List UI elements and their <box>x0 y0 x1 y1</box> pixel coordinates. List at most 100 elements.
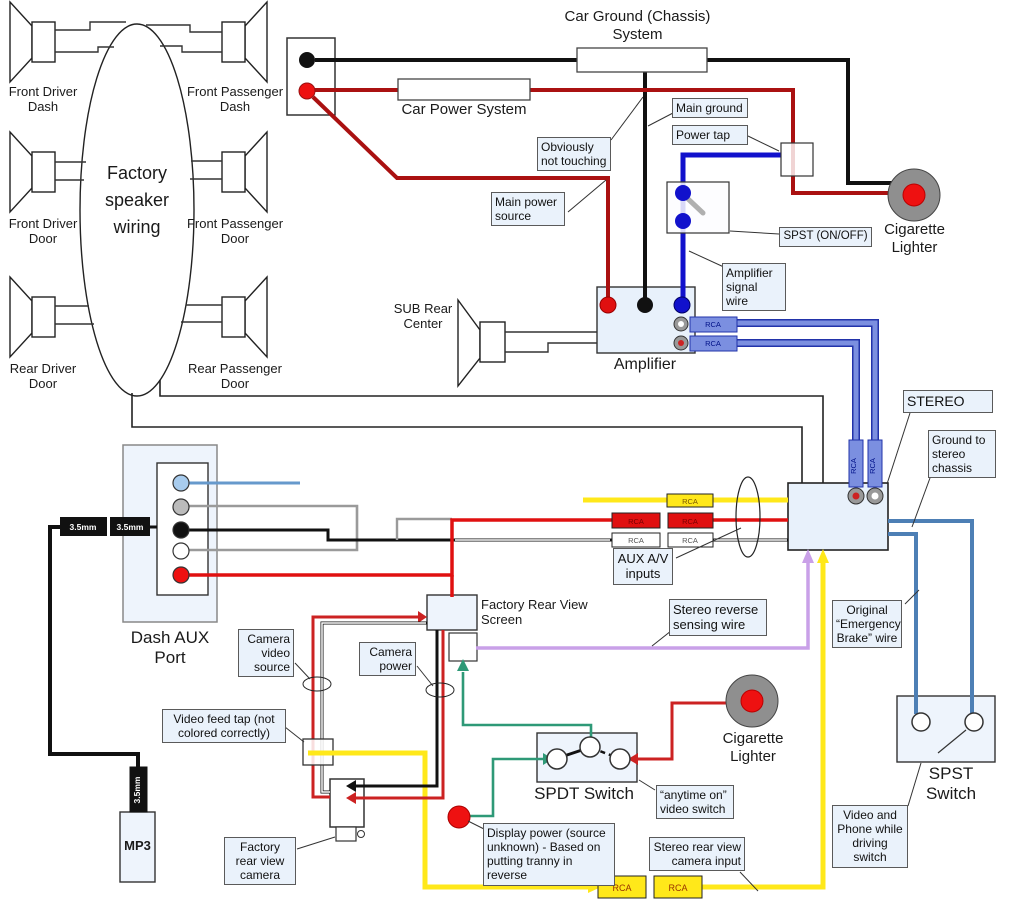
speaker-sub-rear-center <box>457 297 506 389</box>
anytime-on-wire <box>634 701 744 761</box>
spdt-terminal-left <box>546 748 568 770</box>
callout-display-power: Display power (source unknown) - Based o… <box>483 823 615 886</box>
label-car-ground-system: Car Ground (Chassis) System <box>564 8 711 43</box>
rca-plug-blue-2 <box>689 335 738 352</box>
rca-label: RCA <box>849 458 858 474</box>
callout-aux-av-inputs: AUX A/V inputs <box>613 548 673 585</box>
label-car-power-system: Car Power System <box>401 101 527 118</box>
callout-power-tap: Power tap <box>672 125 748 146</box>
spst-terminal-top <box>675 185 691 201</box>
rca-label: RCA <box>612 883 631 893</box>
reverse-sensing-wire <box>476 560 810 650</box>
green-arrowhead-up <box>457 659 469 671</box>
callout-emergency-brake-wire: Original “Emergency Brake” wire <box>832 600 902 649</box>
label-rear-driver-door: Rear Driver Door <box>9 361 77 392</box>
amp-rca-jack-white-pin <box>678 321 684 327</box>
aux-gray-loop <box>189 504 359 552</box>
amp-power-terminal <box>599 296 617 314</box>
rca-cables-amp-to-stereo <box>737 319 879 442</box>
battery-power-terminal <box>298 82 316 100</box>
camera-video-red <box>311 615 419 799</box>
ground-wires <box>315 58 897 305</box>
callout-video-phone-switch: Video and Phone while driving switch <box>832 805 908 868</box>
label-mp3: MP3 <box>124 838 151 853</box>
speaker-front-passenger-door <box>221 130 268 214</box>
rca-red-jack <box>667 512 714 529</box>
jack-35mm-label: 3.5mm <box>117 522 144 532</box>
spdt-terminal-right <box>609 748 631 770</box>
rca-label: RCA <box>682 497 698 506</box>
yellow-arrowhead-up <box>817 549 829 563</box>
camera-power-wires <box>356 630 445 800</box>
mp3-player-box <box>119 766 156 883</box>
cigarette-lighter-bottom <box>725 674 779 728</box>
rear-camera-box <box>329 778 365 842</box>
red-arrowhead-left <box>628 753 638 765</box>
camera-power-ellipse <box>425 682 455 698</box>
label-dash-aux-port: Dash AUX Port <box>130 628 210 668</box>
callout-main-ground: Main ground <box>672 98 748 119</box>
aux-bracket <box>395 517 452 540</box>
label-front-passenger-door: Front Passenger Door <box>186 216 284 247</box>
amp-rca-jack-red-pin <box>678 340 684 346</box>
spst-terminal-right <box>964 712 984 732</box>
callout-video-feed-tap: Video feed tap (not colored correctly) <box>162 709 286 744</box>
callout-stereo: STEREO <box>903 390 993 413</box>
rca-plug-blue-4 <box>848 439 864 488</box>
rca-plug-blue-1 <box>689 316 738 333</box>
rca-label: RCA <box>705 339 721 348</box>
camera-feed-yellow-wire <box>308 497 826 890</box>
rca-label: RCA <box>705 320 721 329</box>
spst-terminal-bottom <box>675 213 691 229</box>
speaker-front-passenger-dash <box>221 0 268 84</box>
power-fuse-box <box>397 78 531 101</box>
factory-speaker-wires <box>55 21 597 353</box>
amplifier-signal-wire <box>680 152 781 305</box>
aux-group-ellipse <box>735 476 761 558</box>
speaker-cloud <box>79 23 195 397</box>
aux-black-lead <box>189 528 612 542</box>
black-arrowhead-left <box>346 780 356 792</box>
amp-ground-terminal <box>637 297 653 313</box>
battery-box <box>286 37 336 116</box>
spdt-terminal-common <box>579 736 601 758</box>
callout-stereo-rear-camera-input: Stereo rear view camera input <box>649 837 745 872</box>
camera-red-arrowhead <box>418 611 427 623</box>
spst-terminal-left <box>911 712 931 732</box>
rca-label: RCA <box>868 458 877 474</box>
spst-lever <box>683 194 706 216</box>
camera-video-ellipse <box>302 676 332 692</box>
callout-obviously-not-touching: Obviously not touching <box>537 137 611 172</box>
stereo-rca-jack-red-pin <box>852 492 860 500</box>
callout-ground-to-stereo-chassis: Ground to stereo chassis <box>928 430 996 479</box>
label-amplifier: Amplifier <box>613 356 677 373</box>
aux-port-pins <box>172 474 190 584</box>
speaker-front-driver-door <box>9 130 56 214</box>
display-power-dot <box>447 805 471 829</box>
callout-camera-video-source: Camera video source <box>238 629 294 678</box>
callout-spst-on-off: SPST (ON/OFF) <box>779 227 872 247</box>
label-cigarette-lighter-bottom: Cigarette Lighter <box>722 730 784 765</box>
label-factory-speaker-wiring: Factory speaker wiring <box>104 163 170 237</box>
factory-harness-to-stereo <box>131 380 824 483</box>
callout-camera-power: Camera power <box>359 642 416 677</box>
rca-yellow-plug-bottom-2 <box>653 875 703 899</box>
callout-pointers <box>284 96 931 892</box>
aux-red-lead <box>189 518 612 577</box>
speaker-rear-driver-door <box>9 275 56 359</box>
rca-label: RCA <box>668 883 687 893</box>
battery-ground-terminal <box>299 52 315 68</box>
stereo-rca-jack-white-pin <box>871 492 879 500</box>
label-sub-rear-center: SUB Rear Center <box>393 301 453 332</box>
spst-lever-line <box>937 729 967 754</box>
label-factory-rear-view-screen: Factory Rear View Screen <box>481 597 588 628</box>
label-spdt-switch: SPDT Switch <box>534 784 634 803</box>
callout-stereo-reverse-sensing: Stereo reverse sensing wire <box>669 599 767 636</box>
rca-label: RCA <box>628 536 644 545</box>
jack-35mm-label: 3.5mm <box>70 522 97 532</box>
callout-anytime-on-video-switch: “anytime on” video switch <box>656 785 734 820</box>
label-front-driver-door: Front Driver Door <box>8 216 78 247</box>
video-switch-wires <box>461 672 593 818</box>
rear-view-screen-box <box>426 594 478 662</box>
